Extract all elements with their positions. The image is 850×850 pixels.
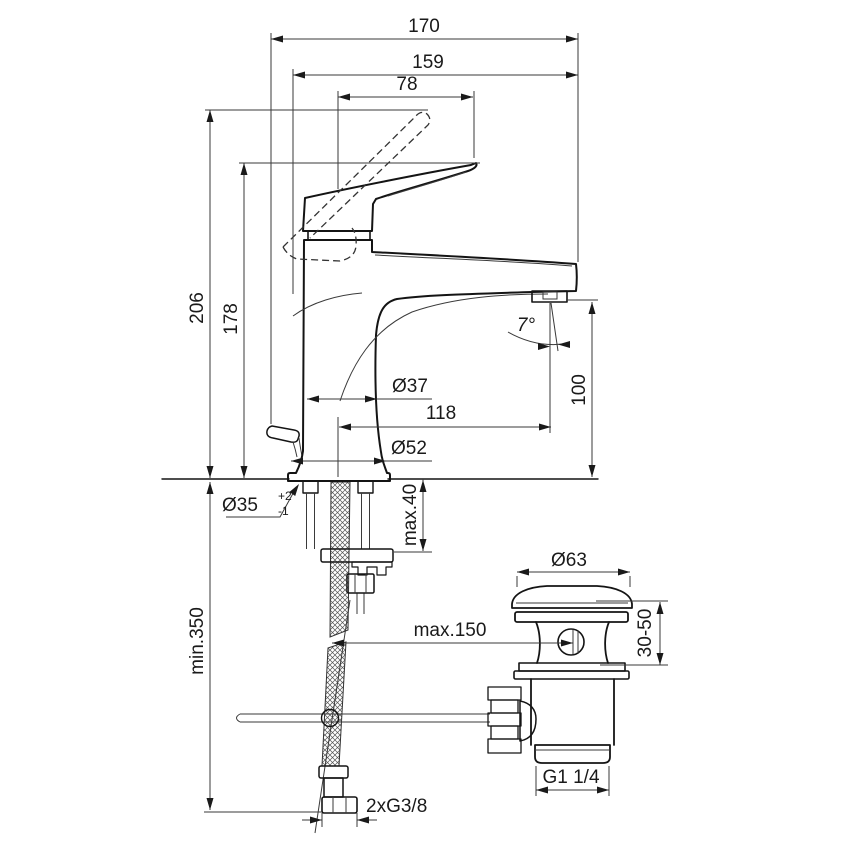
dim-label-angle7: 7° [517,315,536,336]
drain-assembly [487,585,633,764]
extension-lines [204,33,668,827]
drain-nut-collar [519,700,537,742]
hose-end-fitting [318,765,358,814]
dim-label-100: 100 [569,374,590,406]
mounting-stud-right [357,480,374,494]
dim-label-max40: max.40 [400,484,421,546]
drain-cap [511,585,633,609]
dim-label-dia35-lower-tol: -1 [278,504,289,518]
mounting-clamp [351,561,393,576]
dim-label-min350: min.350 [187,607,208,675]
drain-tube [530,678,615,746]
dim-label-30-50: 30-50 [635,609,656,658]
drain-lower-flange-top [518,662,626,672]
lever-underside-accent [387,171,467,197]
pop-up-pull-rod [314,599,351,834]
aerator [531,290,568,303]
dim-label-dia35-upper-tol: +2 [278,489,292,503]
dim-label-78: 78 [396,74,417,95]
dim-label-dia63: Ø63 [551,550,587,571]
drain-lower-flange-bottom [513,670,630,680]
drain-upper-flange [514,611,629,623]
mounting-hardware [236,480,490,834]
dim-label-2xg38: 2xG3/8 [366,796,427,817]
drain-ribbed-nut [487,686,537,754]
dimension-labels: 170 159 78 206 178 min.350 Ø37 118 Ø52 1… [187,16,656,817]
threaded-rods [306,493,370,614]
linkage-ball-joint [320,708,340,728]
pop-up-linkage-rod [236,708,490,728]
dim-label-dia37: Ø37 [392,376,428,397]
dim-label-dia52: Ø52 [391,438,427,459]
drain-thread [534,744,611,764]
dim-label-118: 118 [426,403,456,424]
dim-label-g114: G1 1/4 [542,767,599,788]
braided-hose-upper [329,481,351,638]
dimension-lines [209,38,661,821]
mounting-stud-left [302,480,319,494]
pull-rod-knob [266,425,303,458]
collar-ring [307,230,371,241]
dim-label-dia35: Ø35 [222,495,258,516]
mounting-nut [346,573,375,594]
body-and-spout-outline [287,239,578,482]
dimension-arrowheads [206,35,664,824]
dim-label-max150: max.150 [414,620,487,641]
dim-label-178: 178 [221,303,242,335]
lever-raised-dashed [282,111,431,262]
faucet [266,111,578,482]
dim-label-170: 170 [408,16,440,37]
drain-cross-pin [557,628,585,656]
body-accent-curves [292,254,573,402]
g38-hex-nut [321,796,358,814]
lever-handle [302,162,478,232]
dim-label-206: 206 [187,292,208,324]
dim-label-159: 159 [412,52,444,73]
